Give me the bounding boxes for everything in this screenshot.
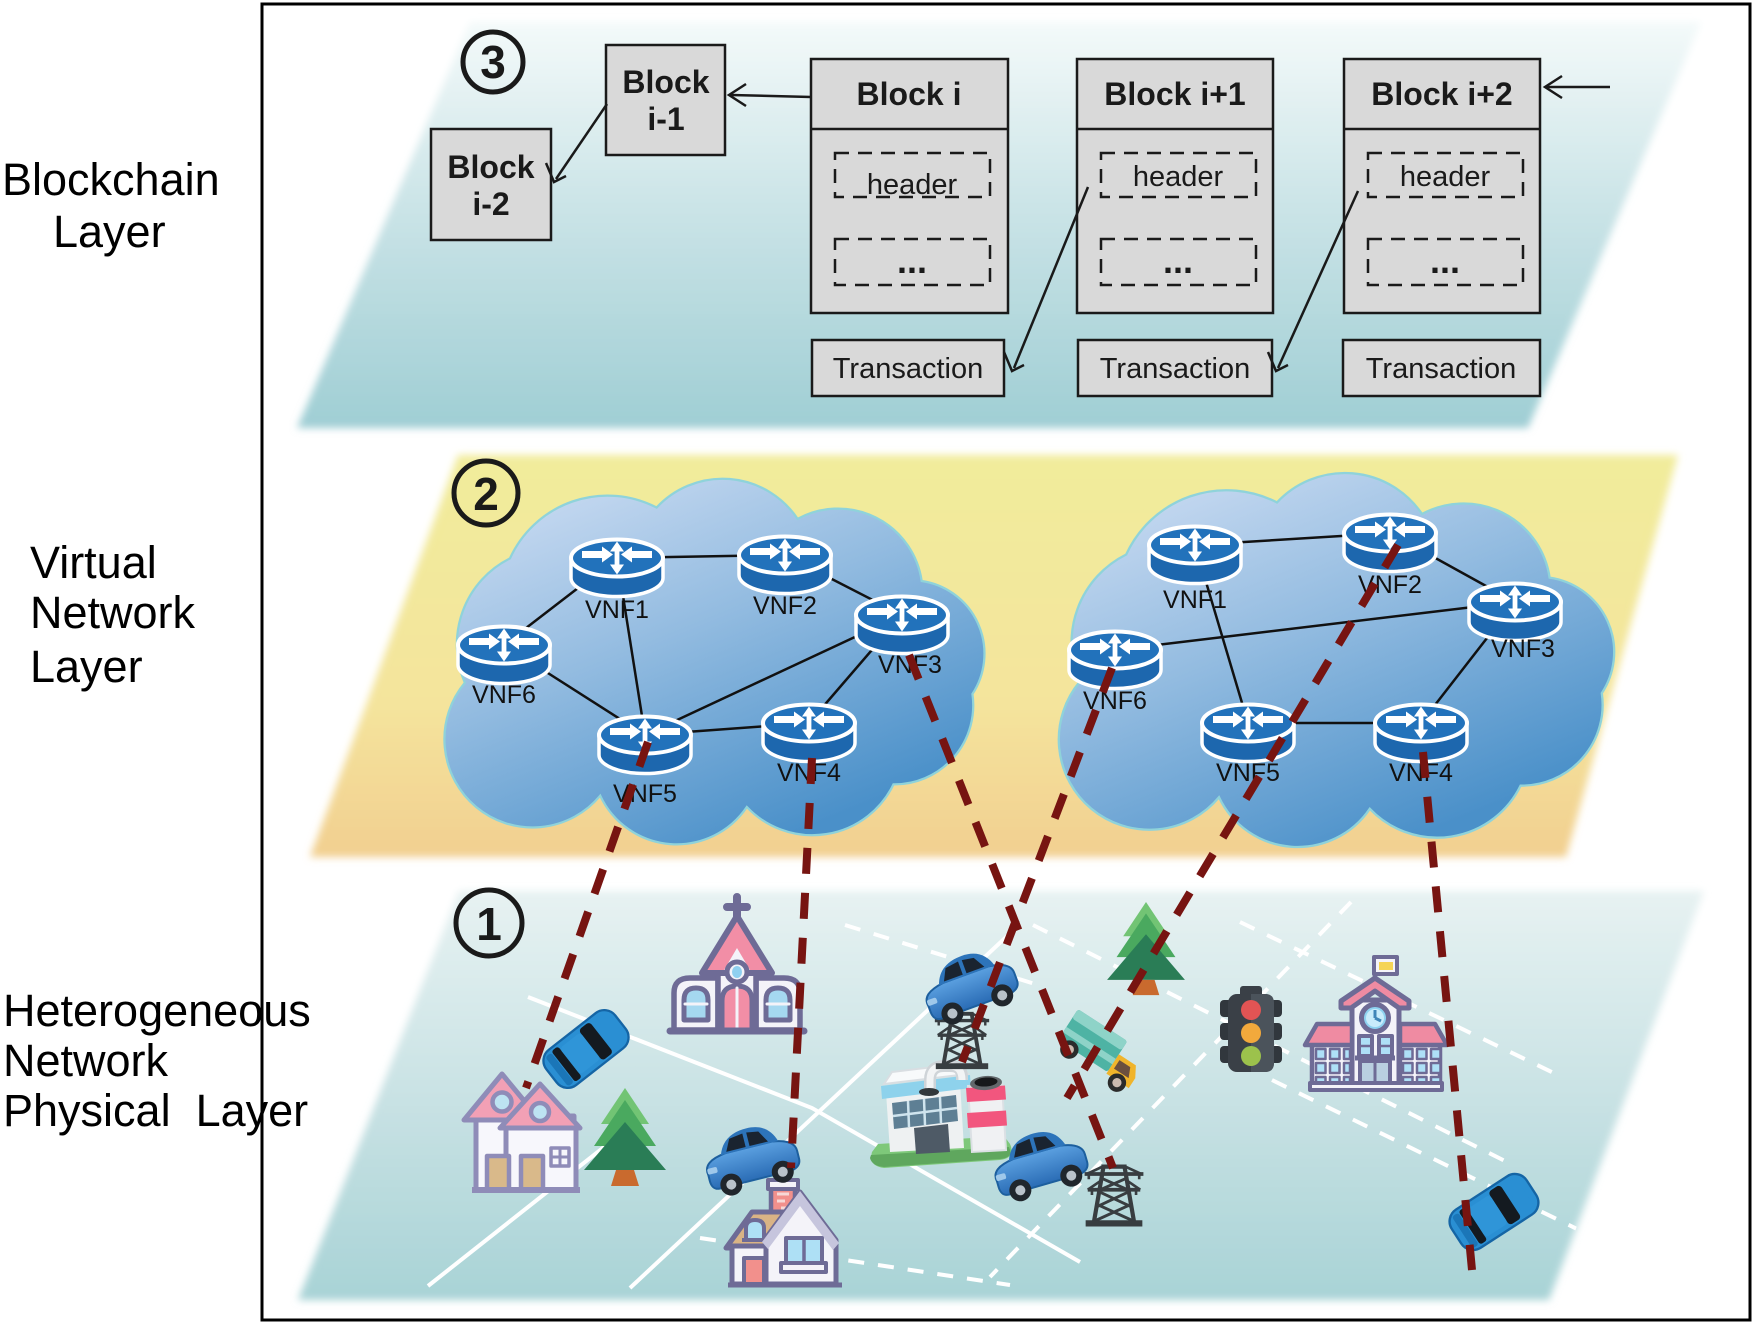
svg-text:Block i+1: Block i+1 — [1104, 76, 1245, 112]
svg-text:Transaction: Transaction — [1366, 353, 1516, 385]
svg-text:2: 2 — [473, 468, 499, 520]
svg-text:...: ... — [897, 240, 927, 281]
svg-text:header: header — [1400, 161, 1491, 193]
svg-text:Layer: Layer — [53, 206, 166, 257]
svg-text:3: 3 — [480, 36, 506, 88]
svg-text:Layer: Layer — [30, 641, 143, 692]
svg-text:Heterogeneous: Heterogeneous — [3, 985, 311, 1036]
svg-text:VNF3: VNF3 — [1491, 635, 1555, 663]
svg-text:Block: Block — [447, 149, 534, 185]
svg-text:Transaction: Transaction — [833, 353, 983, 385]
svg-text:VNF5: VNF5 — [1216, 759, 1280, 787]
svg-text:i-1: i-1 — [647, 101, 684, 137]
svg-text:Virtual: Virtual — [30, 537, 157, 588]
svg-text:VNF1: VNF1 — [1163, 586, 1227, 614]
svg-text:Block: Block — [622, 64, 709, 100]
svg-text:header: header — [1133, 161, 1224, 193]
svg-text:i-2: i-2 — [472, 186, 509, 222]
svg-text:Transaction: Transaction — [1100, 353, 1250, 385]
svg-text:Network: Network — [30, 587, 196, 638]
svg-text:VNF1: VNF1 — [585, 596, 649, 624]
svg-text:Physical Layer: Physical Layer — [3, 1085, 308, 1136]
svg-text:Block i: Block i — [857, 76, 962, 112]
svg-text:1: 1 — [476, 898, 502, 950]
svg-text:...: ... — [1163, 240, 1193, 281]
svg-text:header: header — [867, 169, 958, 201]
svg-text:VNF2: VNF2 — [753, 592, 817, 620]
svg-text:...: ... — [1430, 240, 1460, 281]
svg-text:Block i+2: Block i+2 — [1371, 76, 1512, 112]
svg-text:Network: Network — [3, 1035, 169, 1086]
svg-text:VNF6: VNF6 — [472, 681, 536, 709]
svg-text:Blockchain: Blockchain — [2, 154, 220, 205]
